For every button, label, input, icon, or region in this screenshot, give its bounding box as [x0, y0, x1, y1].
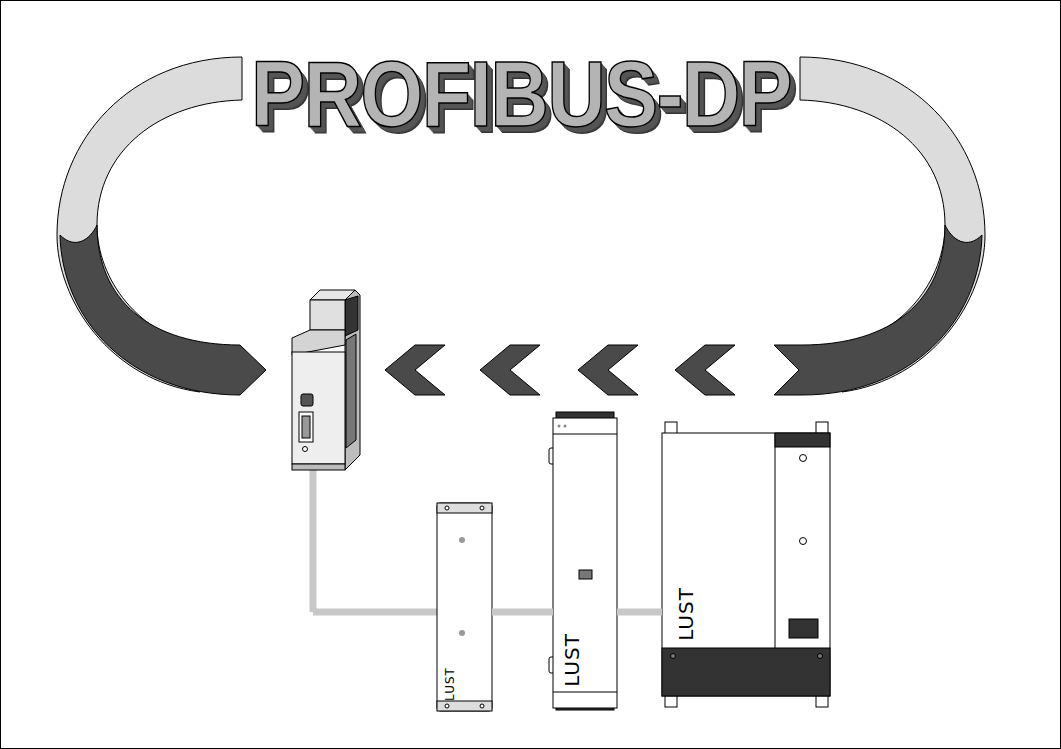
drive-medium: [549, 412, 617, 710]
bus-title: PROFIBUS-DP: [251, 48, 791, 140]
drive-unit: LUST: [553, 434, 617, 692]
brand-label: LUST: [562, 633, 582, 687]
bus-cable: [617, 609, 662, 616]
drive-unit: LUST: [662, 433, 830, 648]
drive-unit: LUST: [437, 513, 492, 701]
gateway-module: [292, 290, 440, 612]
bus-arc-dark: [774, 225, 982, 395]
bus-cable: [492, 609, 553, 616]
bus-arc-dark: [60, 225, 266, 395]
brand-label: LUST: [676, 587, 696, 641]
drive-small: [437, 503, 492, 711]
drive-large: [662, 422, 830, 707]
chevrons: [385, 345, 735, 395]
brand-label: LUST: [444, 667, 456, 701]
